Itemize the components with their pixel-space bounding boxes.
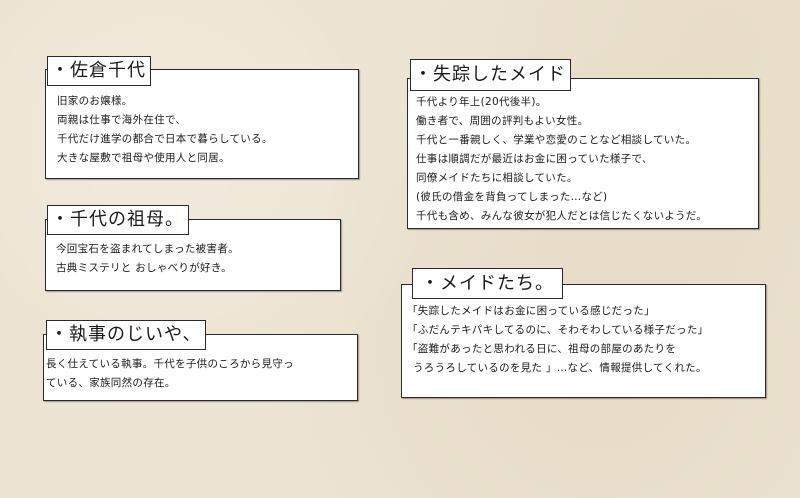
card-text: 旧家のお嬢様。 両親は仕事で海外在住で、 千代だけ進学の都合で日本で暮らしている…: [57, 92, 273, 168]
text-line: 長く仕えている執事。千代を子供のころから見守っ: [46, 358, 294, 370]
text-line: 仕事は順調だが最近はお金に困っていた様子で、: [416, 153, 653, 165]
text-line: うろうろしているのを見た 」…など、情報提供してくれた。: [413, 362, 707, 374]
card-title: ・失踪したメイド: [410, 59, 571, 91]
card-text: 「失踪したメイドはお金に困っている感じだった」 「ふだんテキパキしてるのに、そわ…: [407, 302, 708, 378]
card-text: 長く仕えている執事。千代を子供のころから見守っ ている、家族同然の存在。: [46, 355, 294, 393]
text-line: 「盗難があったと思われる日に、祖母の部屋のあたりを: [407, 343, 677, 355]
card-text: 今回宝石を盗まれてしまった被害者。 古典ミステリと おしゃべりが好き。: [56, 240, 239, 278]
card-title: ・千代の祖母。: [47, 205, 189, 235]
text-line: (彼氏の借金を背負ってしまった…など): [416, 191, 608, 203]
card-title: ・メイドたち。: [412, 268, 563, 299]
card-text: 千代より年上(20代後半)。 働き者で、周囲の評判もよい女性。 千代と一番親しく…: [416, 93, 707, 226]
text-line: 旧家のお嬢様。: [57, 95, 133, 107]
card-title: ・執事のじいや、: [46, 320, 207, 350]
text-line: 「失踪したメイドはお金に困っている感じだった」: [407, 305, 655, 317]
card-body: [45, 69, 359, 179]
text-line: 千代も含め、みんな彼女が犯人だとは信じたくないようだ。: [416, 210, 708, 222]
text-line: 両親は仕事で海外在住で、: [57, 114, 187, 126]
text-line: 「ふだんテキパキしてるのに、そわそわしている様子だった」: [407, 324, 709, 336]
card-body: [407, 78, 759, 229]
card-title: ・佐倉千代: [47, 56, 151, 86]
text-line: 同僚メイドたちに相談していた。: [416, 172, 578, 184]
text-line: 今回宝石を盗まれてしまった被害者。: [56, 243, 239, 255]
text-line: 働き者で、周囲の評判もよい女性。: [416, 115, 589, 127]
card-body: [401, 284, 766, 398]
text-line: 千代より年上(20代後半)。: [416, 96, 547, 108]
text-line: 千代だけ進学の都合で日本で暮らしている。: [57, 133, 273, 145]
text-line: ている、家族同然の存在。: [46, 377, 176, 389]
card-body: [45, 219, 341, 291]
text-line: 大きな屋敷で祖母や使用人と同居。: [57, 152, 230, 164]
text-line: 千代と一番親しく、学業や恋愛のことなど相談していた。: [416, 134, 697, 146]
text-line: 古典ミステリと おしゃべりが好き。: [56, 262, 232, 274]
